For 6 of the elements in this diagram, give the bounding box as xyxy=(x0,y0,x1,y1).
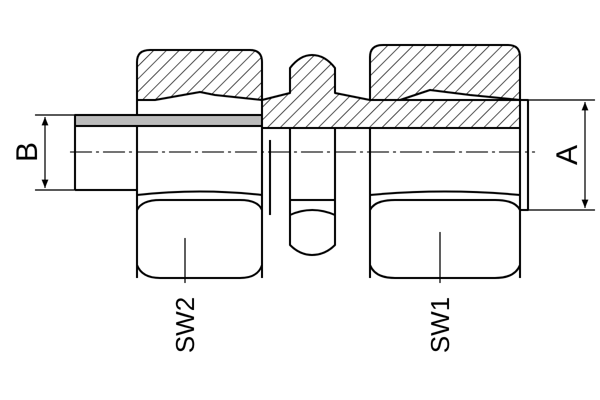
part-label: SW2 xyxy=(172,296,198,354)
leader-line xyxy=(184,238,186,283)
part-label: SW1 xyxy=(427,296,453,354)
dimension-label: B xyxy=(13,141,43,164)
leader-line xyxy=(439,232,441,283)
dimension-label: A xyxy=(553,144,583,168)
